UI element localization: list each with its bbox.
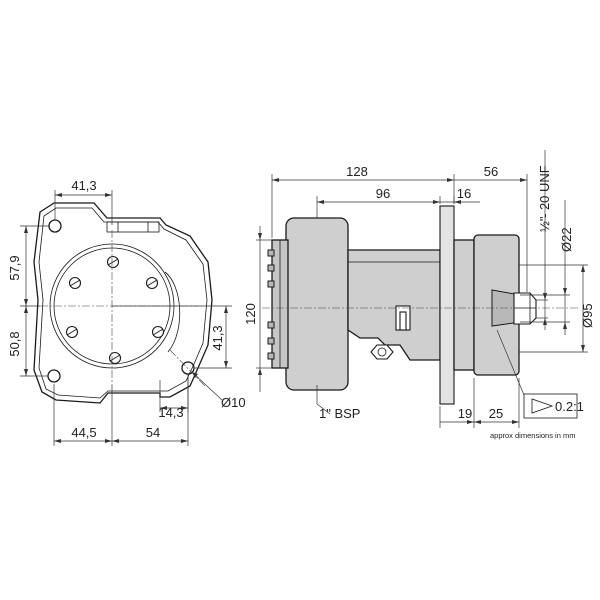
taper-box [523, 393, 578, 419]
dim-side-shaft-diameter: Ø22 [520, 200, 574, 335]
bolt [267, 280, 275, 288]
front-housing-side [164, 271, 181, 353]
dim-side-height: 120 [243, 226, 272, 392]
dim-side-overall: 128 [271, 164, 455, 238]
dim-side-bottom: 19 25 [439, 378, 520, 428]
dim-label-side-flange-offset: 19 [458, 406, 472, 421]
side-port-nut-hole [377, 347, 387, 357]
side-view: 128 56 96 16 [243, 150, 595, 440]
dim-front-hole-diameter: Ø10 [191, 371, 246, 410]
dim-label-side-flange: 16 [457, 186, 471, 201]
dim-front-top: 41,3 [54, 178, 113, 225]
dim-side-flange-diameter: Ø95 [519, 264, 595, 353]
dim-label-front-hole-vertical: 41,3 [210, 325, 225, 350]
side-mounting-flange [439, 205, 455, 405]
dim-front-hole-vertical: 41,3 [112, 305, 232, 369]
dim-front-left: 57,9 50,8 [7, 225, 50, 377]
bolt [267, 321, 275, 329]
dim-side-port: 1" BSP [316, 385, 360, 421]
dim-label-shaft-diameter: Ø22 [559, 227, 574, 252]
dim-label-front-top: 41,3 [71, 178, 96, 193]
taper-label: 0.2:1 [555, 399, 584, 414]
dim-side-shaft: 56 [454, 164, 528, 292]
taper-symbol [531, 398, 554, 414]
side-port-nut [370, 344, 394, 360]
front-view: 41,3 57,9 50,8 41,3 Ø10 [7, 178, 246, 446]
bolt [267, 264, 275, 272]
dim-label-side-shaft: 56 [484, 164, 498, 179]
dim-label-front-lower: 50,8 [7, 331, 22, 356]
dim-label-flange-diameter: Ø95 [580, 303, 595, 328]
mounting-hole [47, 369, 61, 383]
screw [68, 276, 82, 290]
side-shaft-nut [513, 292, 537, 325]
dim-front-bottom: 44,5 54 [53, 376, 189, 446]
side-bearing-housing [347, 249, 441, 361]
taper-callout: 0.2:1 [496, 329, 584, 419]
dim-label-front-bottom-left: 44,5 [71, 425, 96, 440]
dim-label-side-shaft-offset: 25 [489, 406, 503, 421]
dim-label-shaft-thread: - 20 UNF [537, 165, 552, 218]
dim-label-shaft-thread-prefix: ½" [537, 216, 552, 232]
screw [108, 351, 122, 365]
front-body-outline [33, 202, 213, 404]
bolt [267, 249, 275, 257]
note-approx-dimensions: approx dimensions in mm [490, 431, 575, 440]
bolt [267, 337, 275, 345]
front-housing-tab [106, 221, 160, 233]
side-pump-body [285, 217, 349, 391]
mounting-hole [48, 219, 62, 233]
dim-label-side-height: 120 [243, 303, 258, 325]
screw [145, 276, 159, 290]
screw [65, 325, 79, 339]
dim-label-side-overall: 128 [346, 164, 368, 179]
dim-label-side-port: 1" BSP [319, 406, 360, 421]
bolt [267, 352, 275, 360]
dim-side-flange: 16 [440, 186, 480, 204]
dim-label-front-upper: 57,9 [7, 255, 22, 280]
dim-label-side-body: 96 [376, 186, 390, 201]
side-bracket-slot [399, 311, 407, 331]
dim-side-shaft-thread: ½" - 20 UNF [536, 150, 552, 330]
side-cover-bolts [267, 249, 275, 360]
dim-front-hole-horizontal: 14,3 [158, 374, 189, 420]
dim-side-body: 96 [316, 186, 441, 218]
dim-label-front-hole-horizontal: 14,3 [158, 405, 183, 420]
dim-label-front-hole-diameter: Ø10 [221, 395, 246, 410]
taper-leader [496, 329, 525, 396]
side-flange-collar [453, 239, 475, 371]
screw [106, 255, 120, 269]
dim-label-front-bottom-right: 54 [146, 425, 160, 440]
screw [151, 325, 165, 339]
front-cover-screws [65, 255, 165, 365]
front-hole-centerline [169, 349, 206, 387]
